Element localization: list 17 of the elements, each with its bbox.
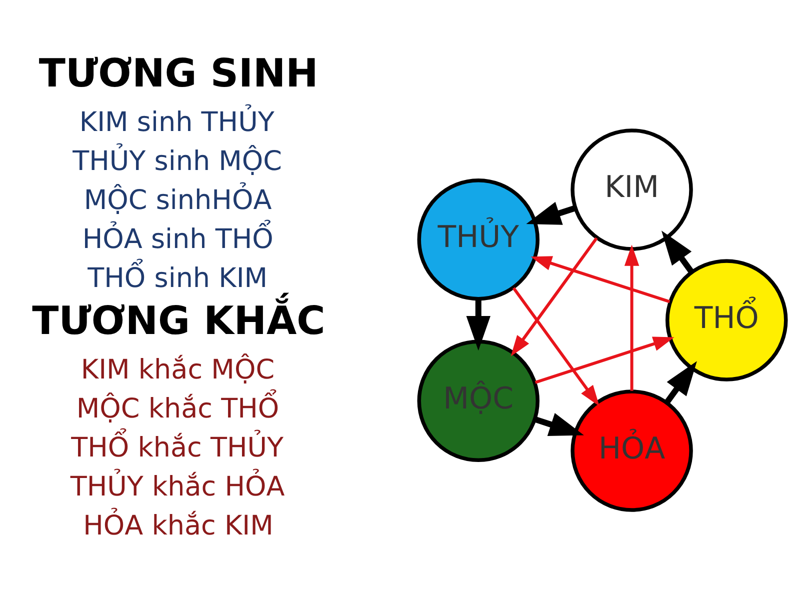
node-circle: THỦY <box>417 178 540 301</box>
node-circle: MỘC <box>417 340 540 462</box>
node-circle: KIM <box>570 128 693 251</box>
arrow <box>534 413 584 436</box>
node-circle: HỎA <box>570 390 693 512</box>
arrow <box>510 237 598 356</box>
arrow <box>512 287 600 406</box>
arrow <box>624 244 640 391</box>
arrow <box>530 256 670 304</box>
label: KIM khắc MỘC <box>80 354 275 386</box>
arrow <box>466 299 490 351</box>
node-circle: THỔ <box>666 259 788 382</box>
label: TƯƠNG SINH <box>38 52 318 97</box>
arrow <box>664 361 697 404</box>
arrow <box>534 336 674 384</box>
arrow <box>661 230 694 274</box>
arrow <box>526 202 576 225</box>
